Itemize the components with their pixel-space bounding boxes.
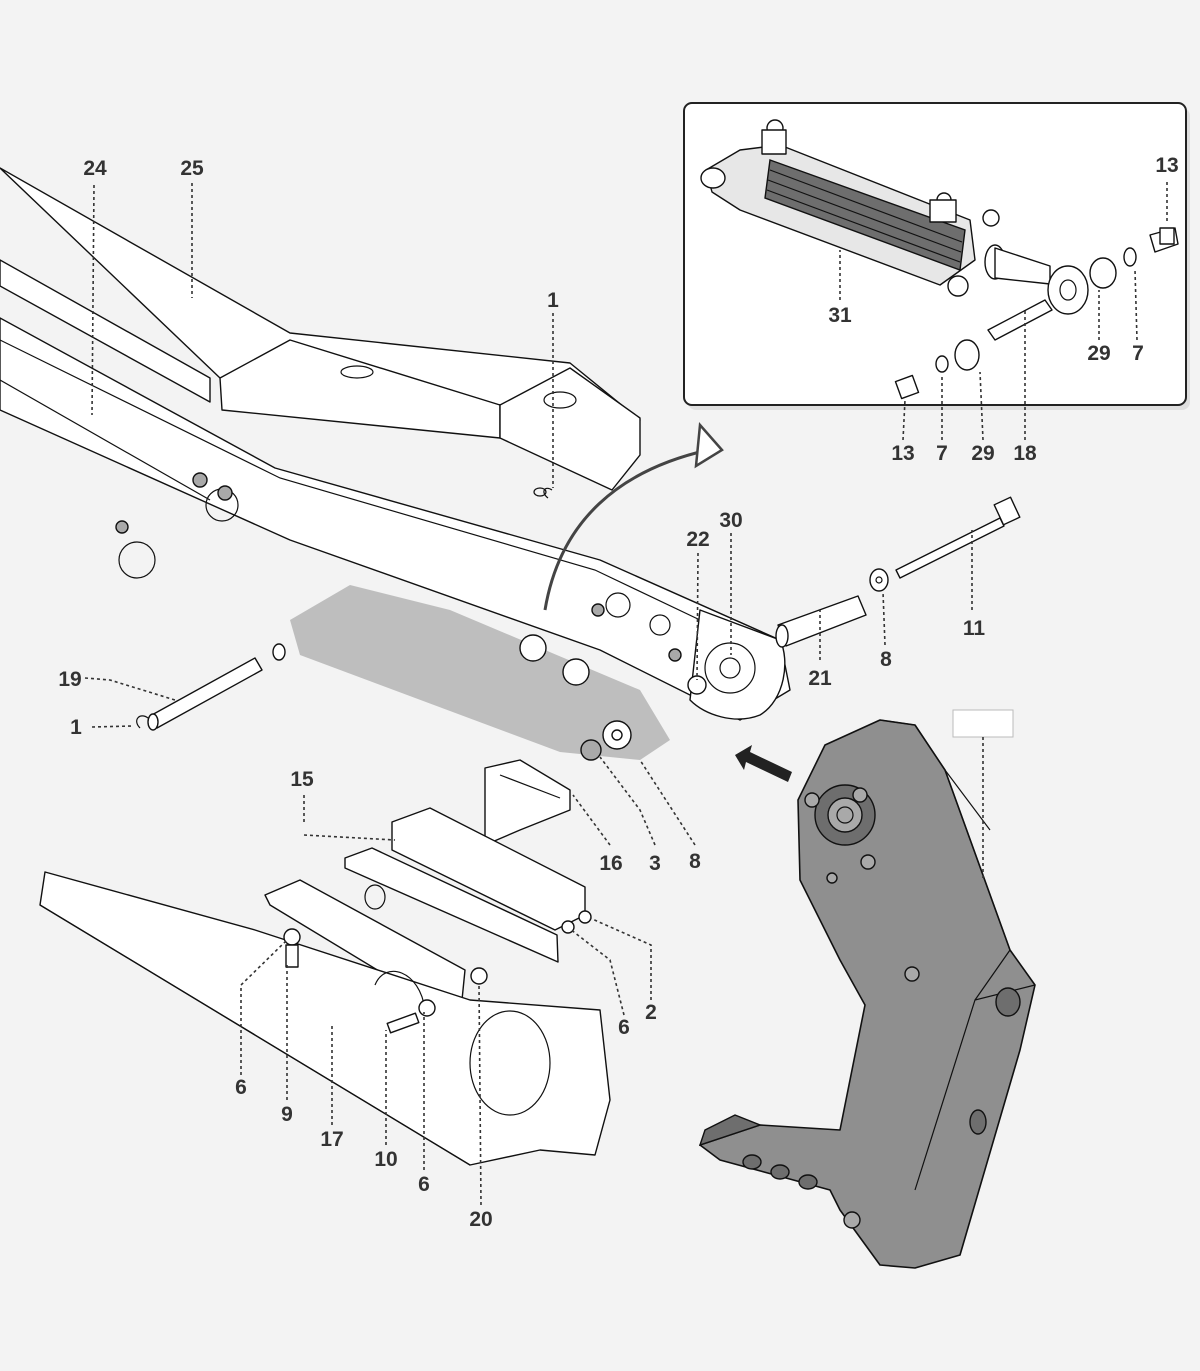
callout-10: 10	[374, 1148, 397, 1171]
callout-3: 3	[649, 852, 661, 875]
callout-8-pin: 8	[880, 648, 892, 671]
callout-22: 22	[686, 528, 709, 551]
guard-17	[39, 871, 611, 1166]
fasteners-lower	[283, 910, 592, 1034]
callout-20: 20	[469, 1208, 492, 1231]
callout-13-inset-right: 13	[1155, 154, 1178, 177]
bolt-11	[895, 496, 1021, 579]
leader-lines	[84, 182, 1168, 1206]
empty-label-box	[952, 709, 1014, 738]
hydraulic-cylinder-31	[700, 119, 1089, 315]
washer-8-pin	[869, 568, 889, 592]
callout-13-inset-bottom: 13	[891, 442, 914, 465]
callout-6-right: 6	[618, 1016, 630, 1039]
callout-11: 11	[963, 617, 986, 640]
callout-31: 31	[828, 304, 852, 327]
circlip-1-left	[136, 715, 149, 729]
callout-29-inset-right: 29	[1087, 342, 1110, 365]
callout-18: 18	[1013, 442, 1037, 465]
pin-19	[147, 643, 286, 731]
boom-arm-part-24	[0, 167, 791, 721]
callout-16: 16	[599, 852, 622, 875]
callout-7-inset-right: 7	[1132, 342, 1144, 365]
callout-29-inset-bottom: 29	[971, 442, 994, 465]
callout-9: 9	[281, 1103, 293, 1126]
callout-6-left: 6	[235, 1076, 247, 1099]
pivot-pin-21	[775, 595, 867, 648]
callout-15: 15	[290, 768, 314, 791]
connecting-arm-assembly	[698, 719, 1036, 1269]
callout-21: 21	[808, 667, 832, 690]
callout-30: 30	[719, 509, 742, 532]
inset-hardware	[894, 227, 1179, 400]
callout-2: 2	[645, 1001, 657, 1024]
callout-1-left: 1	[70, 716, 82, 739]
pivot-reference-arrow-head	[694, 422, 724, 469]
assembly-direction-arrow	[735, 745, 792, 782]
washer-22	[687, 675, 707, 695]
bracket-16	[484, 759, 571, 846]
ghost-cylinder-silhouette	[290, 585, 670, 760]
callout-1-top: 1	[547, 289, 559, 312]
pivot-plate-30	[689, 609, 786, 720]
pivot-reference-arrow	[543, 448, 709, 611]
circlip-1-top	[543, 487, 553, 499]
callout-17: 17	[320, 1128, 343, 1151]
callout-25: 25	[180, 157, 204, 180]
boom-bosses	[519, 634, 632, 761]
callout-19: 19	[58, 668, 81, 691]
callout-8-nut: 8	[689, 850, 701, 873]
callout-24: 24	[83, 157, 107, 180]
callout-labels: 24 25 1 13 31 29 7 13 7 29 18 22 30 11 2…	[58, 154, 1178, 1231]
callout-6-bottom: 6	[418, 1173, 430, 1196]
callout-7-inset-bottom: 7	[936, 442, 948, 465]
